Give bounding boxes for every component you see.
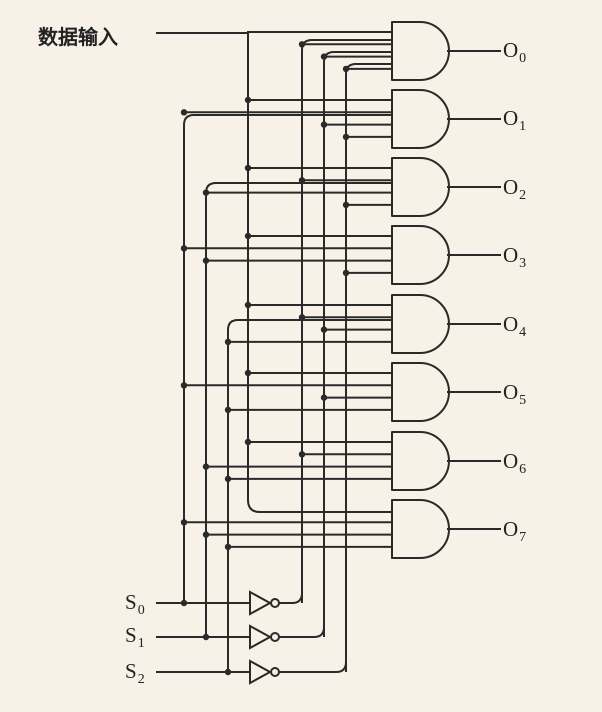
junction-dot: [342, 201, 350, 209]
and-gate-4: [391, 294, 450, 354]
junction-dot: [298, 451, 306, 458]
select-bus-s0: [183, 114, 392, 603]
and-gate-2: [391, 157, 450, 217]
junction-dot: [298, 314, 306, 321]
data-bus: [247, 33, 392, 513]
junction-dot: [342, 133, 350, 141]
junction-dot: [224, 406, 232, 414]
junction-dot: [298, 41, 306, 48]
junction-dot: [244, 438, 252, 446]
output-label-o6: O6: [503, 449, 527, 477]
data-input-label: 数据输入: [38, 25, 118, 49]
junction-dot: [180, 519, 188, 526]
select-bus-not-s0: [301, 39, 392, 603]
junction-dot: [224, 338, 232, 346]
output-label-o5: O5: [503, 380, 527, 408]
inverter-output-wire: [279, 661, 347, 673]
and-gate-3: [391, 225, 450, 285]
junction-dot: [244, 232, 252, 240]
junction-dot: [320, 121, 328, 128]
and-gate-0: [391, 21, 450, 81]
junction-dot: [244, 96, 252, 104]
junction-dot: [180, 109, 188, 116]
select-label-s2: S2: [125, 659, 145, 687]
junction-dot: [244, 164, 252, 172]
output-label-o3: O3: [503, 243, 527, 271]
inverter-output-wire: [279, 626, 325, 638]
and-gate-6: [391, 431, 450, 491]
inverter-1: [249, 624, 273, 650]
and-gate-7: [391, 499, 450, 559]
junction-dot: [202, 463, 210, 470]
inverter-0: [249, 590, 273, 616]
inverter-bubble-1: [270, 632, 280, 642]
select-label-s1: S1: [125, 623, 145, 651]
inverter-output-wire: [279, 592, 303, 604]
inverter-bubble-2: [270, 667, 280, 677]
junction-dot: [224, 543, 232, 551]
junction-dot: [224, 475, 232, 483]
and-gate-1: [391, 89, 450, 149]
junction-dot: [180, 382, 188, 389]
output-label-o2: O2: [503, 175, 527, 203]
select-bus-not-s2: [345, 63, 392, 672]
inverter-bubble-0: [270, 598, 280, 608]
junction-dot: [244, 369, 252, 377]
junction-dot: [244, 301, 252, 309]
junction-dot: [202, 189, 210, 196]
inverter-2: [249, 659, 273, 685]
junction-dot: [342, 269, 350, 277]
junction-dot: [202, 531, 210, 538]
output-label-o1: O1: [503, 106, 527, 134]
junction-dot: [180, 245, 188, 252]
junction-dot: [298, 177, 306, 184]
junction-dot: [320, 394, 328, 401]
select-label-s0: S0: [125, 590, 145, 618]
output-label-o0: O0: [503, 38, 527, 66]
output-label-o7: O7: [503, 517, 527, 545]
output-label-o4: O4: [503, 312, 527, 340]
junction-dot: [202, 257, 210, 264]
junction-dot: [320, 326, 328, 333]
junction-dot: [320, 53, 328, 60]
select-bus-not-s1: [323, 51, 392, 637]
and-gate-5: [391, 362, 450, 422]
junction-dot: [342, 65, 350, 73]
select-bus-s2: [227, 319, 392, 672]
